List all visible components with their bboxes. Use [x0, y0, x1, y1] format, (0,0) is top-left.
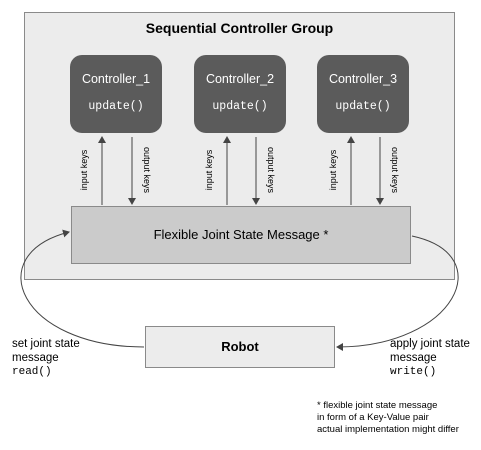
write-annotation: apply joint state message write() — [390, 337, 470, 379]
footnote: * flexible joint state message in form o… — [317, 400, 459, 436]
controller-3-node: Controller_3 update() — [317, 55, 409, 133]
controller-1-input-label: input keys — [79, 149, 89, 191]
read-annotation: set joint state message read() — [12, 337, 80, 379]
message-label: Flexible Joint State Message * — [153, 227, 329, 242]
controller-3-name: Controller_3 — [328, 72, 398, 86]
controller-2-node: Controller_2 update() — [194, 55, 286, 133]
write-loop-arrow — [336, 235, 459, 351]
footnote-line3: actual implementation might differ — [317, 424, 459, 435]
footnote-line2: in form of a Key-Value pair — [317, 412, 429, 423]
robot-label: Robot — [221, 339, 259, 354]
read-annotation-line1: set joint state — [12, 338, 80, 350]
controller-3-output-label: output keys — [390, 146, 400, 194]
write-annotation-line1: apply joint state — [390, 338, 470, 350]
flexible-joint-state-message-node — [71, 206, 411, 264]
controller-1-name: Controller_1 — [81, 72, 151, 86]
footnote-line1: * flexible joint state message — [317, 400, 438, 411]
controller-1-node: Controller_1 update() — [70, 55, 162, 133]
controller-2-output-label: output keys — [266, 146, 276, 194]
read-loop-arrow — [20, 229, 145, 348]
controller-2-input-label: input keys — [204, 149, 214, 191]
controller-3-input-label: input keys — [328, 149, 338, 191]
read-call: read() — [12, 366, 52, 378]
controller-1-method: update() — [88, 100, 144, 113]
write-annotation-line2: message — [390, 352, 437, 364]
read-annotation-line2: message — [12, 352, 59, 364]
write-call: write() — [390, 366, 437, 378]
controller-3-method: update() — [335, 100, 391, 113]
group-title: Sequential Controller Group — [145, 20, 334, 36]
controller-2-name: Controller_2 — [205, 72, 275, 86]
controller-2-method: update() — [212, 100, 268, 113]
robot-node — [145, 326, 335, 368]
controller-1-output-label: output keys — [142, 146, 152, 194]
